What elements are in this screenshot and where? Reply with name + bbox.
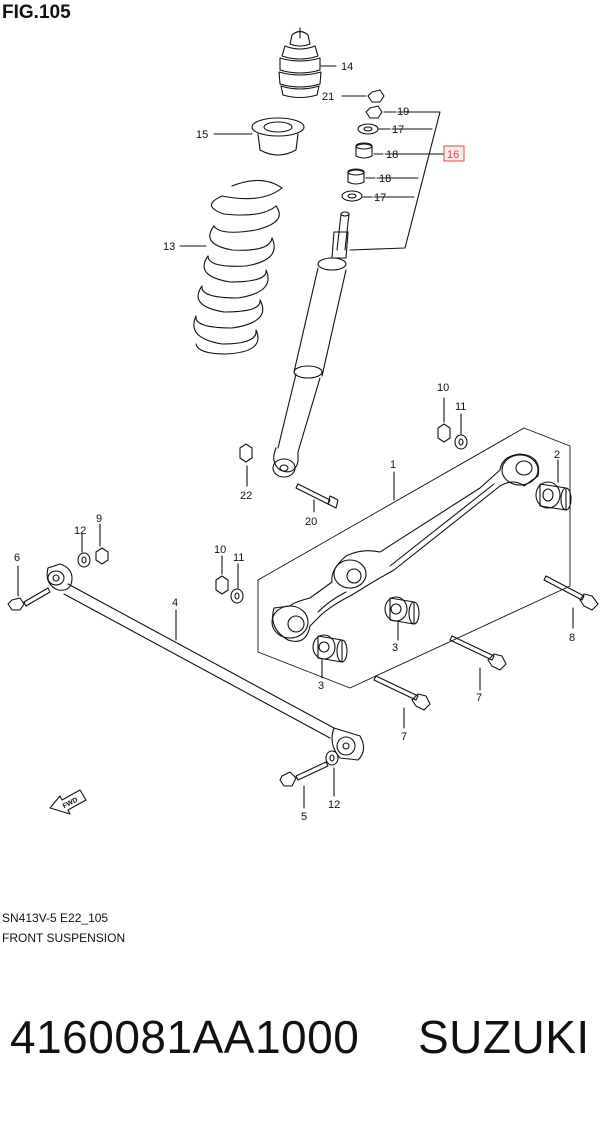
exploded-parts-diagram: 14 21 19 15 17 18 16 18 17 13 10 11 1 2 …	[7, 27, 599, 823]
callout-7-left: 7	[401, 731, 407, 743]
callout-18a: 18	[386, 149, 398, 161]
callout-8: 8	[569, 632, 575, 644]
washer-12-upper	[77, 533, 91, 568]
bolt-8	[543, 575, 599, 629]
bushing-3-right	[384, 596, 420, 641]
nut-10-lower	[215, 555, 229, 595]
section-caption: FRONT SUSPENSION	[2, 931, 126, 945]
lateral-rod-part	[46, 563, 365, 761]
brand-name: SUZUKI	[418, 1011, 590, 1063]
nut-10-upper	[437, 397, 451, 443]
washer-12-lower	[325, 750, 339, 797]
figure-title: FIG.105	[2, 2, 71, 23]
shock-absorber-part	[272, 211, 350, 478]
washer-11-upper	[454, 413, 468, 450]
control-arm-part	[271, 453, 540, 642]
bump-stopper-part	[278, 27, 337, 99]
callout-2: 2	[554, 449, 560, 461]
callout-10-upper: 10	[437, 382, 449, 394]
drawing-code-caption: SN413V-5 E22_105	[2, 911, 109, 925]
highlight-box-16	[443, 145, 465, 162]
callout-18b: 18	[379, 173, 391, 185]
washer-11-lower	[230, 563, 244, 604]
coil-spring-part	[179, 179, 283, 355]
callout-19: 19	[397, 106, 409, 118]
callout-12-lower: 12	[328, 799, 340, 811]
callout-9: 9	[96, 513, 102, 525]
callout-17a: 17	[392, 124, 404, 136]
callout-17b: 17	[374, 192, 386, 204]
callout-6: 6	[14, 552, 20, 564]
part-number: 4160081AA1000	[10, 1011, 360, 1063]
callout-10-lower: 10	[214, 544, 226, 556]
callout-3-left: 3	[318, 680, 324, 692]
callout-5: 5	[301, 811, 307, 823]
product-footer: 4160081AA1000 SUZUKI	[0, 1010, 600, 1100]
arm-assembly-outline	[257, 427, 571, 689]
callout-11-upper: 11	[455, 401, 466, 413]
spring-seat-part	[213, 117, 305, 156]
bushing-3-left	[312, 634, 348, 679]
bolt-7-right	[449, 635, 507, 691]
callout-20: 20	[305, 516, 317, 528]
callout-4: 4	[172, 597, 178, 609]
nut-9	[95, 523, 109, 565]
callout-14: 14	[341, 61, 353, 73]
callout-11-lower: 11	[233, 552, 244, 564]
strut-mount-hardware	[341, 89, 445, 251]
callout-labels: 14 21 19 15 17 18 16 18 17 13 10 11 1 2 …	[14, 61, 575, 823]
bolt-5	[279, 761, 329, 809]
callout-16: 16	[447, 149, 459, 161]
bushing-2	[535, 459, 572, 511]
callout-3-right: 3	[392, 642, 398, 654]
callout-21: 21	[322, 91, 334, 103]
callout-1: 1	[390, 459, 396, 471]
callout-22: 22	[240, 490, 252, 502]
nut-22	[239, 443, 253, 487]
fwd-arrow-icon	[49, 789, 87, 815]
bolt-20	[295, 483, 339, 513]
callout-13: 13	[163, 241, 175, 253]
bolt-7-left	[373, 675, 431, 729]
callout-15: 15	[196, 129, 208, 141]
callout-7-right: 7	[476, 692, 482, 704]
callout-12-upper: 12	[74, 525, 86, 537]
bolt-6	[7, 565, 51, 611]
